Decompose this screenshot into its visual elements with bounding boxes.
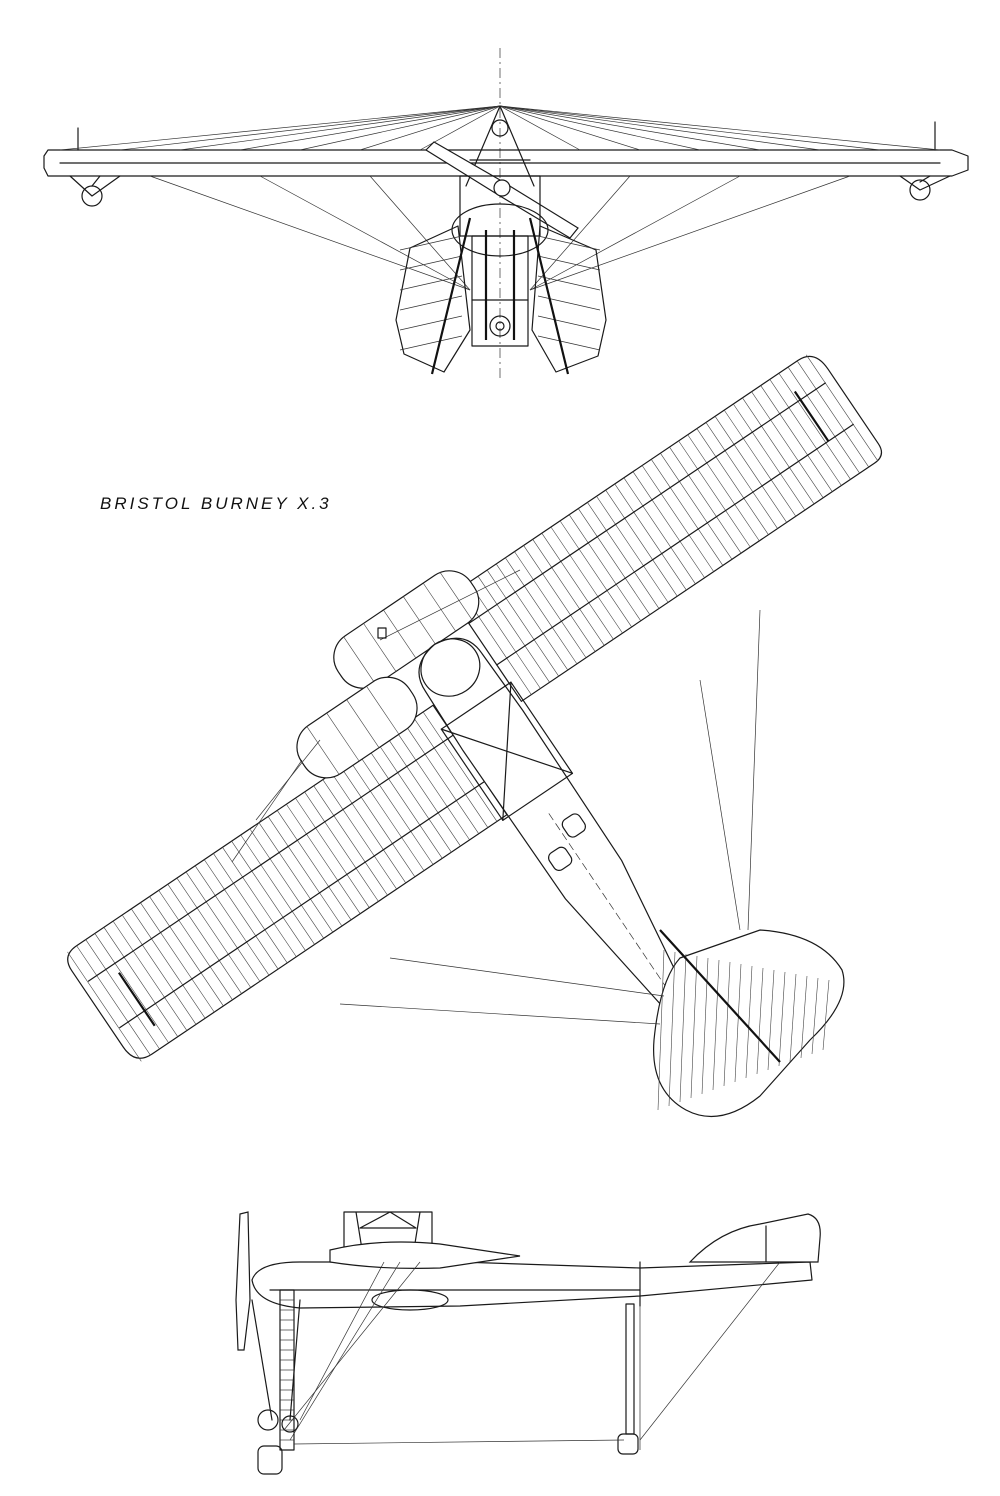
front-view (43, 48, 969, 380)
side-view (235, 1211, 821, 1475)
drawing-title: BRISTOL BURNEY X.3 (100, 494, 332, 513)
plan-view (67, 354, 883, 1117)
